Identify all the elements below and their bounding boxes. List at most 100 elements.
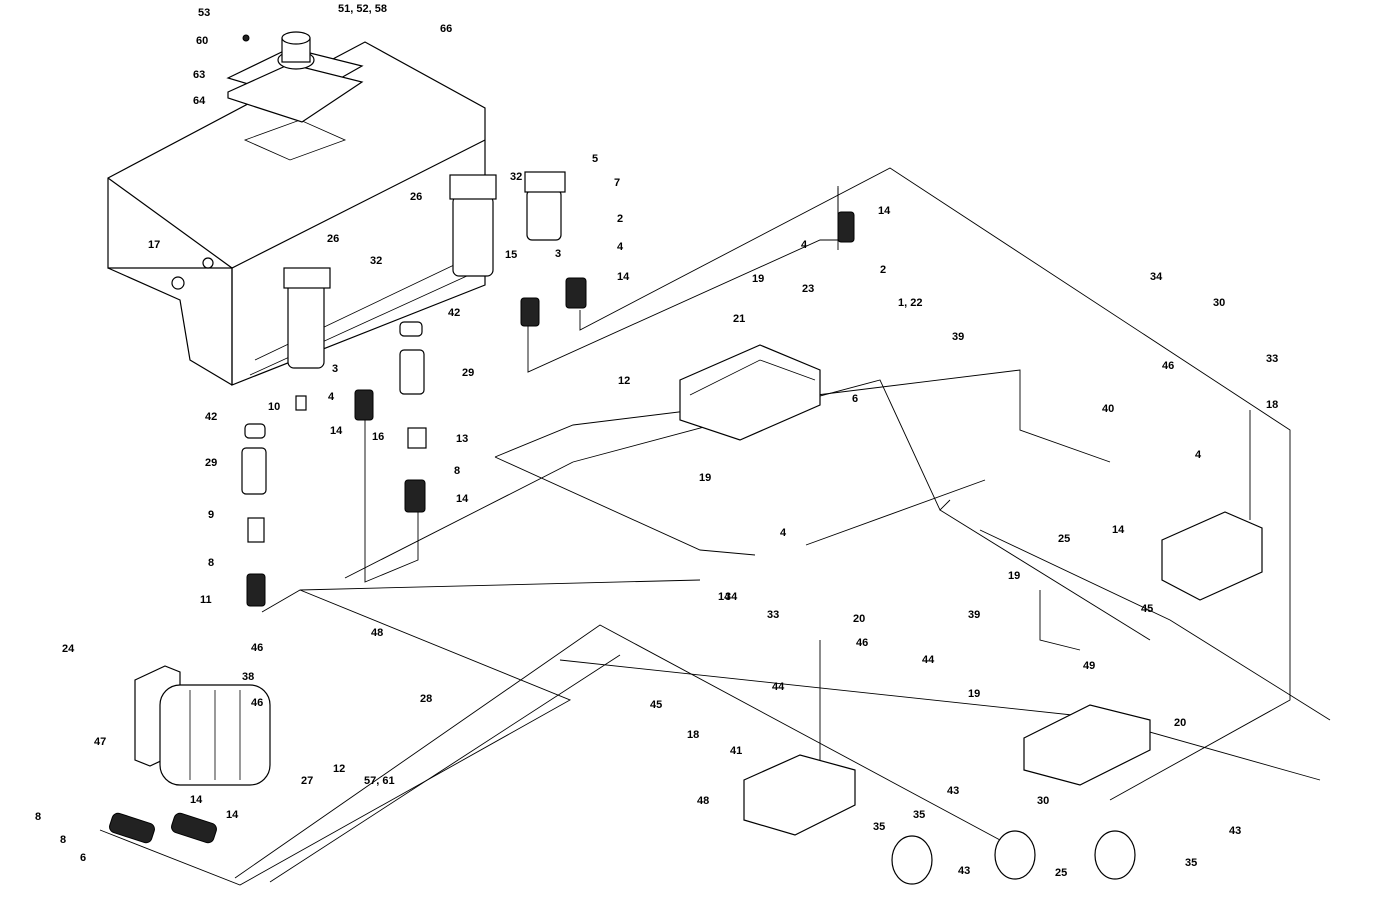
callout-label: 25 [1055, 867, 1067, 879]
callout-label: 8 [35, 811, 41, 823]
callout-label: 33 [767, 609, 779, 621]
callout-label: 4 [617, 241, 624, 253]
callout-label: 39 [952, 331, 964, 343]
callout-label: 19 [968, 688, 980, 700]
callout-label: 45 [650, 699, 662, 711]
callout-label: 57, 61 [364, 775, 395, 787]
hydraulic-tank [107, 41, 486, 386]
callout-label: 27 [301, 775, 313, 787]
callout-label: 35 [873, 821, 885, 833]
callout-label: 14 [456, 493, 469, 505]
callout-label: 2 [880, 264, 886, 276]
callout-label: 20 [853, 613, 865, 625]
pedal-grips [891, 830, 1136, 885]
callout-label: 66 [440, 23, 452, 35]
callout-label: 4 [780, 527, 787, 539]
callout-label: 64 [193, 95, 206, 107]
suction-hoses [109, 812, 217, 844]
callout-label: 3 [332, 363, 338, 375]
callout-label: 49 [1083, 660, 1095, 672]
callout-label: 4 [1195, 449, 1202, 461]
callout-label: 19 [1008, 570, 1020, 582]
callout-label: 35 [913, 809, 925, 821]
callout-label: 33 [1266, 353, 1278, 365]
return-filter-right [524, 171, 566, 241]
callout-label: 46 [251, 642, 263, 654]
callout-label: 21 [733, 313, 745, 325]
callout-label: 26 [410, 191, 422, 203]
callout-label: 39 [968, 609, 980, 621]
control-valve-49 [1023, 704, 1151, 786]
return-filter-left [283, 267, 331, 411]
callout-label: 15 [505, 249, 517, 261]
tank-cover-plate [226, 31, 364, 123]
callout-label: 44 [772, 681, 785, 693]
callout-label: 6 [852, 393, 858, 405]
callout-label: 35 [1185, 857, 1197, 869]
fittings-and-hoses [241, 211, 855, 607]
callout-label: 18 [1266, 399, 1278, 411]
callout-label: 8 [454, 465, 460, 477]
callout-label: 4 [328, 391, 335, 403]
callout-label: 19 [699, 472, 711, 484]
callout-label: 53 [198, 7, 210, 19]
callout-label: 46 [856, 637, 868, 649]
callout-label: 29 [462, 367, 474, 379]
callout-label: 44 [922, 654, 935, 666]
callout-label: 43 [1229, 825, 1241, 837]
callout-label: 24 [62, 643, 75, 655]
callout-label: 13 [456, 433, 468, 445]
control-valve-40 [1161, 511, 1263, 601]
callout-label: 20 [1174, 717, 1186, 729]
callout-label: 11 [200, 594, 212, 606]
callout-label: 47 [94, 736, 106, 748]
callout-label: 28 [420, 693, 432, 705]
callout-label: 23 [802, 283, 814, 295]
hydraulic-pump [134, 665, 271, 786]
callout-label: 7 [614, 177, 620, 189]
callout-label: 25 [1058, 533, 1070, 545]
callout-label: 9 [208, 509, 214, 521]
callout-label: 48 [371, 627, 383, 639]
callout-label: 8 [60, 834, 66, 846]
callout-label: 46 [251, 697, 263, 709]
return-filter-middle [449, 174, 497, 277]
callout-label: 16 [372, 431, 384, 443]
callout-label: 41 [730, 745, 742, 757]
callout-label: 51, 52, 58 [338, 3, 387, 15]
callout-label: 14 [718, 591, 731, 603]
callout-label: 48 [697, 795, 709, 807]
callout-label: 40 [1102, 403, 1114, 415]
callout-label: 38 [242, 671, 254, 683]
callout-label: 42 [205, 411, 217, 423]
control-valve-41 [743, 754, 856, 836]
callout-label: 6 [80, 852, 86, 864]
callout-label: 14 [878, 205, 891, 217]
callout-label: 19 [752, 273, 764, 285]
callout-label: 12 [333, 763, 345, 775]
callout-label: 29 [205, 457, 217, 469]
callout-label: 30 [1037, 795, 1049, 807]
callout-label: 1, 22 [898, 297, 922, 309]
callout-label: 8 [208, 557, 214, 569]
control-valve-21 [679, 344, 821, 441]
callout-label: 63 [193, 69, 205, 81]
callout-label: 18 [687, 729, 699, 741]
callout-label: 12 [618, 375, 630, 387]
callout-label: 26 [327, 233, 339, 245]
callout-label: 46 [1162, 360, 1174, 372]
callout-label: 4 [801, 239, 808, 251]
callout-label: 32 [510, 171, 522, 183]
callout-label: 14 [330, 425, 343, 437]
callout-label: 14 [226, 809, 239, 821]
callout-label: 14 [1112, 524, 1125, 536]
callout-label: 30 [1213, 297, 1225, 309]
callout-label: 34 [1150, 271, 1163, 283]
callout-label: 14 [617, 271, 630, 283]
callout-label: 32 [370, 255, 382, 267]
callout-label: 17 [148, 239, 160, 251]
callout-label: 45 [1141, 603, 1153, 615]
callout-label: 3 [555, 248, 561, 260]
